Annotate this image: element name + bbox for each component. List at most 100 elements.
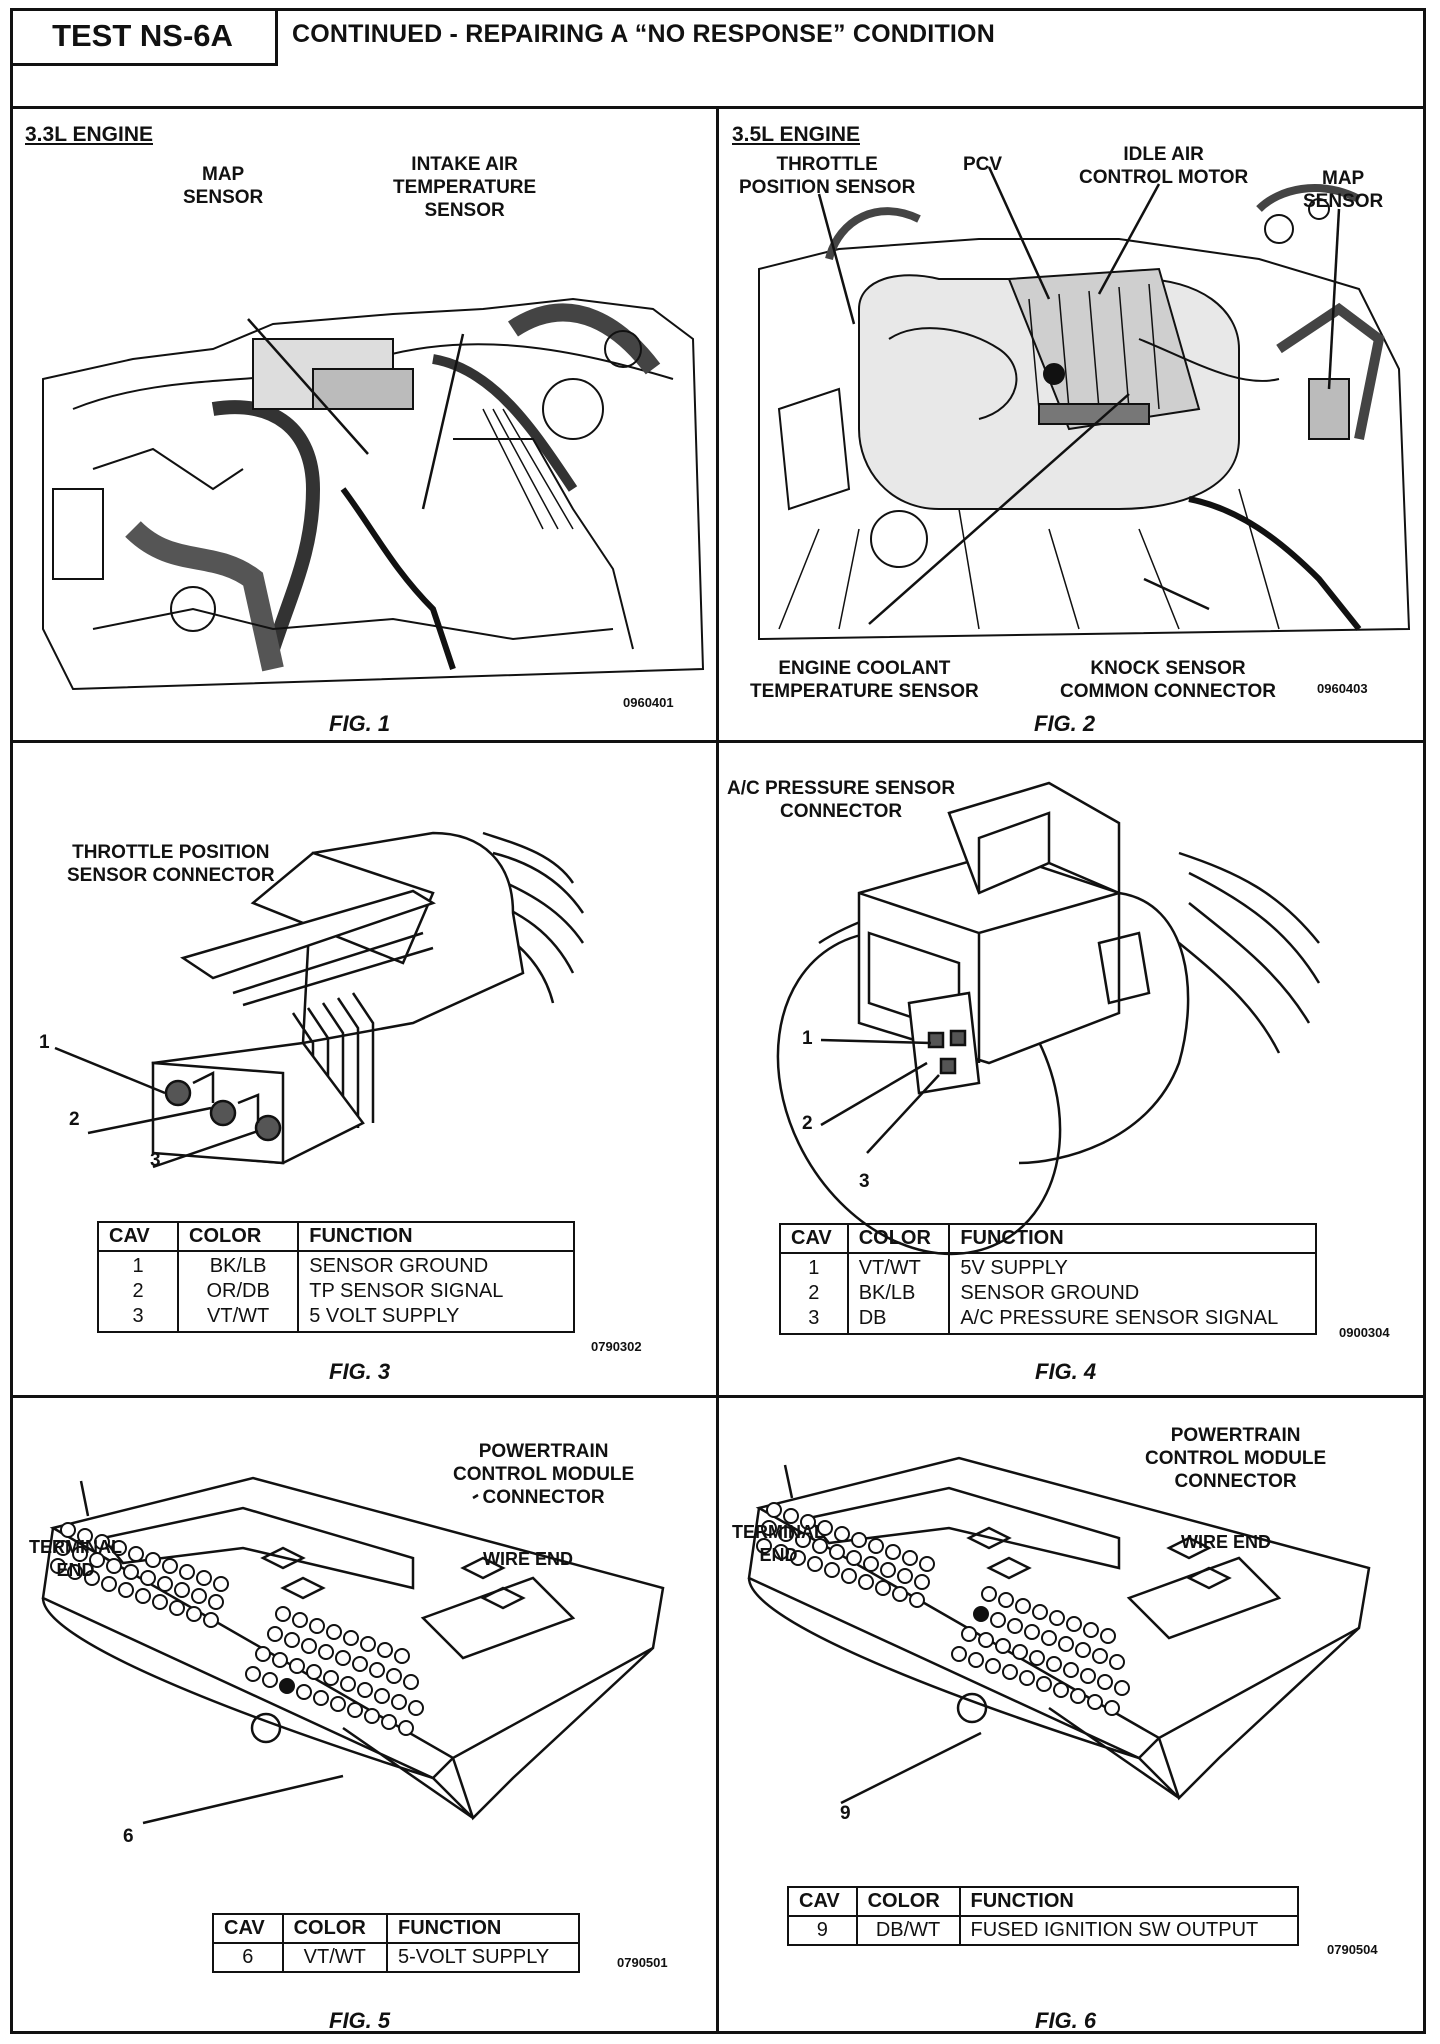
connector-pin	[318, 1644, 334, 1660]
connector-pin	[72, 1546, 88, 1562]
connector-pin	[272, 1652, 288, 1668]
connector-pin	[386, 1668, 402, 1684]
connector-pin	[1092, 1648, 1108, 1664]
connector-pin	[208, 1594, 224, 1610]
connector-pin	[902, 1550, 918, 1566]
fig1-engine-label: 3.3L ENGINE	[25, 123, 153, 146]
connector-pin	[897, 1568, 913, 1584]
connector-pin	[381, 1714, 397, 1730]
connector-pin	[1019, 1670, 1035, 1686]
fig5-cav: 6	[212, 1942, 284, 1973]
connector-pin	[919, 1556, 935, 1572]
connector-pin	[995, 1638, 1011, 1654]
connector-pin	[1002, 1664, 1018, 1680]
connector-pin	[868, 1538, 884, 1554]
connector-pin	[374, 1688, 390, 1704]
connector-pin	[1080, 1668, 1096, 1684]
connector-pin	[340, 1676, 356, 1692]
connector-pin	[111, 1540, 127, 1556]
fig6-cav: 9	[787, 1915, 858, 1946]
fig4-caption: FIG. 4	[1035, 1359, 1097, 1384]
connector-pin	[978, 1632, 994, 1648]
connector-pin	[262, 1672, 278, 1688]
connector-pin	[795, 1532, 811, 1548]
connector-pin	[914, 1574, 930, 1590]
fig6-caption: FIG. 6	[1035, 2008, 1097, 2033]
connector-pin	[909, 1592, 925, 1608]
connector-pin	[292, 1612, 308, 1628]
fig5-caption: FIG. 5	[329, 2008, 391, 2033]
connector-pin	[1083, 1622, 1099, 1638]
fig3-pin-3: 3	[150, 1150, 161, 1171]
fig6-pin-table: CAV COLOR FUNCTION 9 DB/WT FUSED IGNITIO…	[787, 1886, 1299, 1946]
fig3-caption: FIG. 3	[329, 1359, 391, 1384]
connector-pin	[145, 1552, 161, 1568]
fig3-code: 0790302	[591, 1339, 642, 1354]
fig1-code: 0960401	[623, 695, 674, 710]
connector-pin	[778, 1526, 794, 1542]
fig5-header-color: COLOR	[281, 1913, 389, 1944]
connector-pin	[296, 1684, 312, 1700]
connector-pin	[998, 1592, 1014, 1608]
connector-pin	[892, 1586, 908, 1602]
connector-pin	[790, 1550, 806, 1566]
fig6-wire-end-label: WIRE END	[1181, 1532, 1271, 1552]
fig4-header-color: COLOR	[846, 1223, 951, 1254]
connector-pin	[981, 1586, 997, 1602]
connector-pin	[812, 1538, 828, 1554]
test-id: TEST NS-6A	[10, 8, 278, 66]
connector-pin	[824, 1562, 840, 1578]
connector-pin	[961, 1626, 977, 1642]
connector-pin	[106, 1558, 122, 1574]
connector-pin	[985, 1658, 1001, 1674]
connector-pin	[157, 1576, 173, 1592]
pcm-connector-illustration-6	[747, 1456, 1371, 1805]
connector-pin	[1058, 1636, 1074, 1652]
connector-pin	[377, 1642, 393, 1658]
connector-pin	[309, 1618, 325, 1634]
connector-pin	[326, 1624, 342, 1640]
fig4-pin-2: 2	[802, 1113, 813, 1134]
fig5-pin-table: CAV COLOR FUNCTION 6 VT/WT 5-VOLT SUPPLY	[212, 1913, 580, 1973]
fig3-header-function: FUNCTION	[297, 1221, 575, 1252]
connector-pin	[851, 1532, 867, 1548]
fig3-header-color: COLOR	[177, 1221, 300, 1252]
connector-pin	[756, 1538, 772, 1554]
connector-pin	[301, 1638, 317, 1654]
fig6-pin-grid	[756, 1502, 1130, 1716]
connector-pin	[140, 1570, 156, 1586]
connector-pin	[1007, 1618, 1023, 1634]
connector-pin	[968, 1652, 984, 1668]
connector-pin	[67, 1564, 83, 1580]
connector-pin	[829, 1544, 845, 1560]
connector-pin	[1104, 1700, 1120, 1716]
connector-pin	[203, 1612, 219, 1628]
fig6-code: 0790504	[1327, 1942, 1378, 1957]
connector-pin	[1097, 1674, 1113, 1690]
connector-pin	[766, 1502, 782, 1518]
fig3-header-cav: CAV	[96, 1221, 180, 1252]
fig2-engine-label: 3.5L ENGINE	[732, 123, 860, 146]
fig4-pin-1: 1	[802, 1028, 813, 1049]
connector-pin	[885, 1544, 901, 1560]
fig4-header-cav: CAV	[779, 1223, 849, 1254]
fig2-code: 0960403	[1317, 681, 1368, 696]
connector-pin	[858, 1574, 874, 1590]
ac-connector-illustration	[776, 781, 1321, 1256]
connector-pin	[1063, 1662, 1079, 1678]
connector-pin	[1075, 1642, 1091, 1658]
